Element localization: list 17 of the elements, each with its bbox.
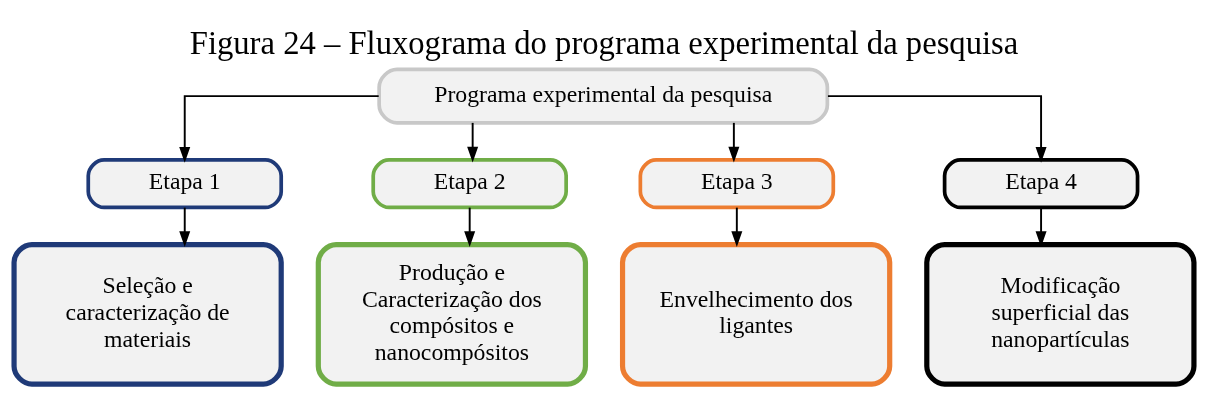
arrow bbox=[728, 121, 740, 163]
node-box: Programa experimental da pesquisa bbox=[377, 67, 830, 125]
node-box: Envelhecimento dos ligantes bbox=[619, 241, 893, 387]
node-box: Etapa 2 bbox=[371, 158, 568, 210]
arrow bbox=[467, 121, 479, 163]
arrow bbox=[731, 206, 743, 248]
node-box: Etapa 4 bbox=[942, 158, 1140, 210]
node-box: Seleção e caracterização de materiais bbox=[11, 241, 284, 387]
node-box: Etapa 3 bbox=[638, 158, 836, 210]
arrow bbox=[179, 206, 191, 248]
diagram-title: Figura 24 – Fluxograma do programa experimental da pesquisa bbox=[189, 24, 1019, 61]
node-box: Etapa 1 bbox=[86, 158, 284, 210]
arrow bbox=[826, 95, 1047, 163]
node-box: Produção e Caracterização dos compósitos e nanocompósitos bbox=[315, 241, 589, 387]
node-box: Modificação superficial das nanopartículas bbox=[924, 241, 1197, 387]
arrow bbox=[464, 206, 476, 248]
arrow bbox=[179, 95, 380, 163]
